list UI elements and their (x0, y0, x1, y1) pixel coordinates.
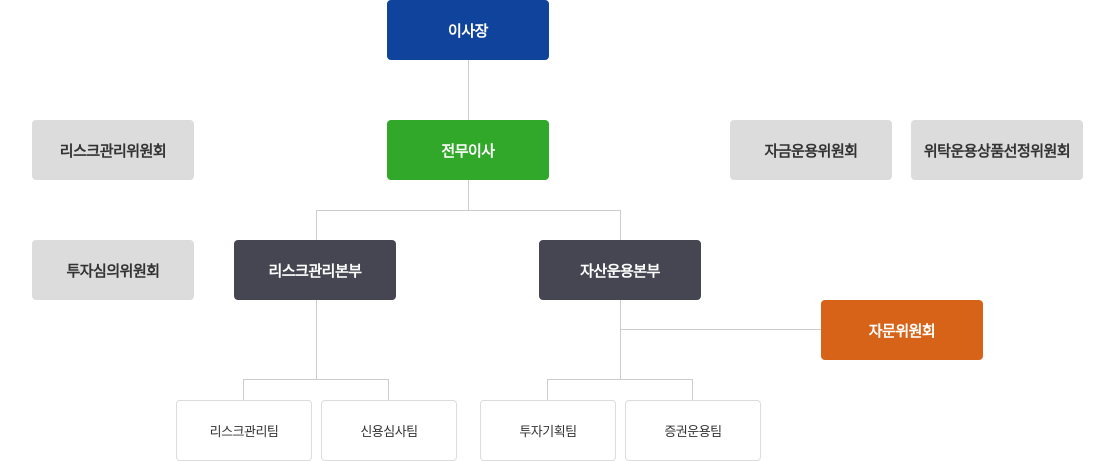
team-securities-management: 증권운용팀 (625, 400, 761, 461)
team-risk-management: 리스크관리팀 (176, 400, 312, 461)
connector-to-asset-team-1 (547, 379, 548, 400)
connector-divisions-horizontal (316, 210, 621, 211)
advisory-committee-box: 자문위원회 (821, 300, 983, 360)
connector-to-risk-division (316, 210, 317, 240)
division-asset-management: 자산운용본부 (539, 240, 701, 300)
connector-to-risk-team-1 (243, 379, 244, 400)
connector-executive-down (468, 180, 469, 210)
team-credit-review: 신용심사팀 (321, 400, 457, 461)
connector-risk-division-down (316, 300, 317, 380)
connector-to-asset-team-2 (692, 379, 693, 400)
connector-to-risk-team-2 (388, 379, 389, 400)
connector-asset-division-down (620, 300, 621, 380)
chairman-box: 이사장 (387, 0, 549, 60)
connector-to-advisory (620, 329, 821, 330)
connector-chairman-to-executive (468, 60, 469, 120)
connector-risk-teams-horizontal (243, 379, 389, 380)
committee-outsourced-product-selection: 위탁운용상품선정위원회 (911, 120, 1083, 180)
committee-investment-review: 투자심의위원회 (32, 240, 194, 300)
connector-to-asset-division (620, 210, 621, 240)
team-investment-planning: 투자기획팀 (480, 400, 616, 461)
connector-asset-teams-horizontal (547, 379, 693, 380)
committee-risk-management: 리스크관리위원회 (32, 120, 194, 180)
executive-director-box: 전무이사 (387, 120, 549, 180)
division-risk-management: 리스크관리본부 (234, 240, 396, 300)
committee-fund-management: 자금운용위원회 (730, 120, 892, 180)
